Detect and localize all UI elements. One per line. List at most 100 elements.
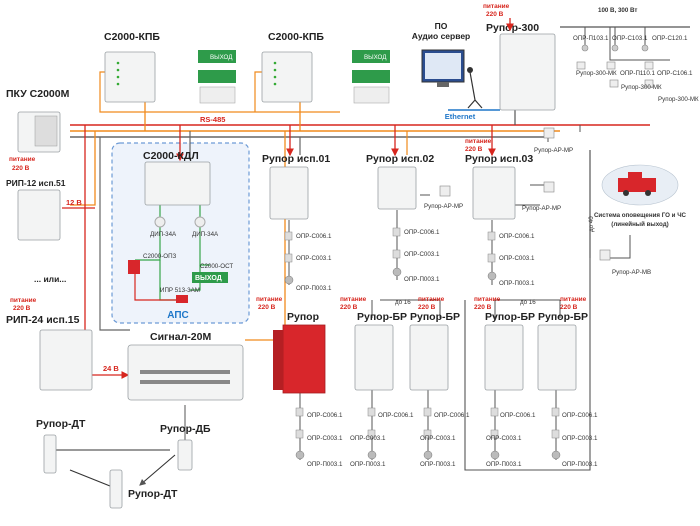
exit-sign-left: ВЫХОД	[210, 54, 233, 61]
rupor-c003: ОПР-С003.1	[307, 435, 343, 442]
br3-220v: 220 В	[474, 304, 492, 311]
dip34a-2-icon	[194, 216, 206, 228]
dip34a-2-label: ДИП-34А	[192, 231, 219, 238]
rupor-dt2-label: Рупор-ДТ	[128, 488, 178, 500]
rupor-dt1-device	[43, 434, 57, 474]
kpb-feed-orange	[144, 102, 340, 131]
rupor-br2-label: Рупор-БР	[410, 311, 460, 323]
isp02-speakers	[392, 227, 402, 277]
s2000op3-label: С2000-ОПЗ	[143, 253, 177, 260]
br4-p003: ОПР-П003.1	[562, 461, 598, 468]
ar-mp-isp02-label: Рупор-АР-МР	[424, 203, 463, 210]
dip34a-1-label: ДИП-34А	[150, 231, 177, 238]
rupor300-speakers	[576, 44, 654, 88]
do16b-label: до 16	[520, 299, 536, 306]
rupor-br1-device	[354, 324, 394, 391]
bottom-speakers	[295, 407, 561, 460]
ar-mv-link	[608, 235, 631, 259]
kdl-label: С2000-КДЛ	[143, 150, 199, 162]
100v-label: 100 В, 300 Вт	[598, 7, 637, 14]
s2000ost-label: С2000-ОСТ	[200, 263, 233, 270]
rupor-br3-label: Рупор-БР	[485, 311, 535, 323]
br2-c003: ОПР-С003.1	[420, 435, 456, 442]
rupor-br1-label: Рупор-БР	[357, 311, 407, 323]
rupor-power: питание	[256, 296, 283, 303]
do40-line	[464, 258, 591, 471]
rupor-br4-label: Рупор-БР	[538, 311, 588, 323]
br2-c006: ОПР-С006.1	[434, 412, 470, 419]
isp03-power: питание	[465, 138, 492, 145]
or-label: ... или...	[34, 274, 66, 284]
opr-c120-label: ОПР-С120.1	[652, 35, 688, 42]
rupor-isp02-label: Рупор исп.02	[366, 153, 434, 165]
exit-sign-right: ВЫХОД	[364, 54, 387, 61]
opr-c106-label: ОПР-С106.1	[657, 70, 693, 77]
br2-p003: ОПР-П003.1	[420, 461, 456, 468]
aps-red	[134, 268, 178, 301]
ipr-label: ИПР 513-3АМ	[160, 287, 200, 294]
isp02-c003: ОПР-С003.1	[404, 251, 440, 258]
ar-mp-isp02-device	[439, 185, 451, 197]
opr-p103-label: ОПР-П103.1	[573, 35, 609, 42]
br3-power: питание	[474, 296, 501, 303]
rupor-cabinet-door	[273, 330, 283, 390]
isp03-220v: 220 В	[465, 146, 483, 153]
rip12-device	[17, 189, 61, 241]
br3-c003: ОПР-С003.1	[486, 435, 522, 442]
ar-mp-mid-label: Рупор-АР-МР	[522, 205, 561, 212]
kpb-left-label: С2000-КПБ	[104, 31, 160, 43]
br1-p003: ОПР-П003.1	[350, 461, 386, 468]
isp03-c006: ОПР-С006.1	[499, 233, 535, 240]
do16-lines	[371, 299, 561, 318]
rupor-isp03-device	[472, 166, 516, 220]
audio-server-pc	[421, 49, 483, 109]
br1-c003: ОПР-С003.1	[350, 435, 386, 442]
br4-c003: ОПР-С003.1	[562, 435, 598, 442]
isp03-c003: ОПР-С003.1	[499, 255, 535, 262]
ipr-device	[176, 295, 188, 303]
ar-mp-top-device	[543, 127, 555, 139]
isp01-c003: ОПР-С003.1	[296, 255, 332, 262]
rupor-isp01-label: Рупор исп.01	[262, 153, 330, 165]
rip12-12v-label: 12 В	[66, 198, 82, 207]
br1-c006: ОПР-С006.1	[378, 412, 414, 419]
rs485-label: RS-485	[200, 115, 225, 124]
kpb-right-device	[261, 50, 390, 104]
fire-truck-icon	[601, 164, 679, 206]
rupor-br3-device	[484, 324, 524, 391]
rip24-power: питание	[10, 297, 37, 304]
rupor-c006: ОПР-С006.1	[307, 412, 343, 419]
rip24-220v: 220 В	[13, 305, 31, 312]
rip12-power: питание	[9, 156, 36, 163]
rupor-db-device	[177, 439, 193, 471]
rip12-220v: 220 В	[12, 165, 30, 172]
rip24-label: РИП-24 исп.15	[6, 314, 80, 326]
ar-mp-top-label: Рупор-АР-МР	[534, 147, 573, 154]
rip24-24v-label: 24 В	[103, 364, 119, 373]
dip34a-1-icon	[154, 216, 166, 228]
rupor-label: Рупор	[287, 311, 319, 323]
signal-feed	[99, 137, 130, 331]
do16a-label: до 16	[395, 299, 411, 306]
isp02-p003: ОПР-П003.1	[404, 276, 440, 283]
br2-220v: 220 В	[418, 304, 436, 311]
br2-power: питание	[418, 296, 445, 303]
kdl-device	[144, 161, 211, 206]
ethernet-label: Ethernet	[445, 112, 476, 121]
rupor-br2-device	[409, 324, 449, 391]
rupor300-label: Рупор-300	[486, 22, 539, 34]
opr-c103-label: ОПР-С103.1	[612, 35, 648, 42]
rip24-device	[39, 329, 93, 391]
rupor-isp03-label: Рупор исп.03	[465, 153, 533, 165]
br1-power: питание	[340, 296, 367, 303]
rupor300-220v: 220 В	[486, 11, 504, 18]
br3-p003: ОПР-П003.1	[486, 461, 522, 468]
rupor300mk-1: Рупор-300-МК	[576, 70, 617, 77]
rupor-isp01-device	[269, 166, 309, 220]
br4-c006: ОПР-С006.1	[562, 412, 598, 419]
rupor300-spk-drops	[584, 27, 670, 61]
aps-label: АПС	[167, 310, 189, 321]
kpb-left-device	[104, 50, 236, 104]
vyhod-label: ВЫХОД	[195, 275, 222, 282]
